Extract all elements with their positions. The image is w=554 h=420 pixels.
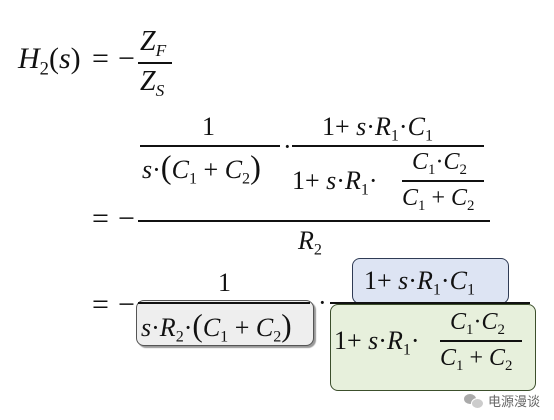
wechat-icon	[463, 393, 484, 409]
fraction-bar-line3-right	[330, 302, 530, 304]
line2-numerator-1-plus-sR1C1: 1+ s·R1·C1	[322, 112, 433, 145]
line3-s-R2-c1-plus-c2: s·R2·(C1 + C2)	[141, 308, 292, 346]
line2-one-numerator: 1	[202, 112, 215, 141]
line3-inner-c1-plus-c2: C1 + C2	[440, 345, 513, 375]
line3-one-numerator: 1	[218, 268, 231, 297]
fraction-bar-1-over-sum	[140, 145, 280, 147]
watermark: 电源漫谈	[463, 391, 540, 410]
line2-equals: =	[92, 202, 109, 235]
lhs-h2s: H2(s)	[18, 42, 81, 80]
fraction-bar-inner	[402, 180, 484, 182]
line2-minus: −	[118, 202, 135, 235]
fraction-bar-zf-zs	[138, 62, 172, 64]
line2-inner-c1-plus-c2: C1 + C2	[402, 185, 475, 215]
line2-denominator-1-plus-sR1: 1+ s·R1·	[292, 166, 378, 199]
highlight-box-denominator-gray	[136, 300, 314, 346]
line2-r2-denominator: R2	[298, 226, 322, 259]
minus-sign: −	[118, 42, 135, 75]
highlight-box-numerator-blue	[352, 258, 509, 304]
watermark-text: 电源漫谈	[487, 395, 540, 410]
equals-sign: =	[92, 42, 109, 75]
fraction-bar-line3-left	[138, 302, 310, 304]
line3-inner-c1c2: C1·C2	[450, 309, 505, 339]
line3-dot-mult: ·	[318, 288, 327, 317]
line3-denominator-1-plus-sR1: 1+ s·R1·	[334, 326, 420, 359]
main-fraction-bar	[138, 220, 490, 222]
line2-inner-c1c2: C1·C2	[412, 149, 467, 179]
fraction-bar-right-nested	[292, 145, 484, 147]
fraction-bar-line3-inner	[440, 340, 522, 342]
zs-denominator: ZS	[140, 66, 165, 101]
highlight-box-denominator-green	[330, 304, 536, 391]
line2-dot-mult: ·	[283, 132, 292, 161]
zf-numerator: ZF	[140, 26, 167, 61]
line3-minus: −	[118, 288, 135, 321]
line3-equals: =	[92, 288, 109, 321]
line2-s-c1-plus-c2: s·(C1 + C2)	[142, 150, 261, 188]
line3-numerator-1-plus-sR1C1: 1+ s·R1·C1	[364, 266, 475, 299]
